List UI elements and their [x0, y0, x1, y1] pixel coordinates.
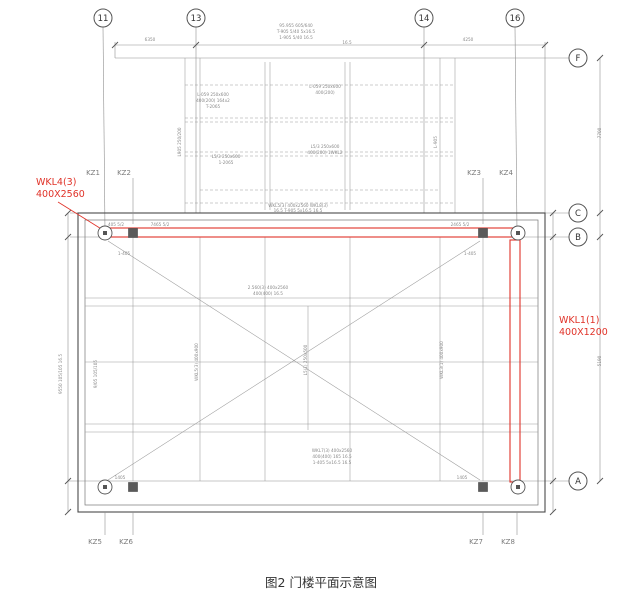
axis-bubble-label: 14 [419, 14, 430, 24]
axis-bubble-circle [568, 471, 588, 491]
annotation-text: T-2065 [205, 104, 221, 109]
axis-grid-lines [68, 26, 569, 482]
axis-bubble-14: 14 [414, 8, 434, 28]
annotation-text: 400(200) 164x2 [196, 98, 230, 103]
annotation-text: L-905 [433, 136, 438, 148]
axis-bubble-label: B [575, 233, 581, 243]
axis-bubble-label: 16 [510, 14, 521, 24]
axis-bubble-11: 11 [93, 8, 113, 28]
annotation-text: 1-405 [464, 251, 477, 256]
plan-diagonals [107, 240, 481, 481]
highlighted-beams [57, 201, 523, 483]
annotation-text: 95.955 605/640 [279, 23, 313, 28]
upper-structure [184, 58, 456, 213]
annotation-text: 400(400) 16.5 [253, 291, 283, 296]
annotation-text: 9/05 105/105 [93, 360, 98, 388]
beam-callout-name: WKL4(3) [36, 177, 76, 188]
callout-leader-line [57, 201, 104, 231]
annotation-text: WKL3(1) 400x900 [439, 341, 444, 379]
axis-bubble-circle [568, 48, 588, 68]
annotation-text: 2.560(3) 400x2560 [248, 285, 289, 290]
annotation-text: 400(400) 165 16.5 [312, 454, 352, 459]
annotation-text: 400(200) [315, 90, 335, 95]
annotation-text: WKL5(3) 400x2560 WKL8(3) [268, 203, 328, 208]
axis-bubble-label: F [576, 54, 581, 64]
beam-callout-wkl1: WKL1(1) 400X1200 [559, 315, 608, 338]
highlight-beam-wkl1 [509, 239, 521, 483]
dimension-text: 2465 5/2 [451, 222, 470, 227]
column-labels: KZ1 KZ2 KZ3 KZ4 KZ5 KZ6 KZ7 KZ8 [86, 169, 515, 546]
axis-bubble-circle [93, 8, 113, 28]
axis-bubble-label: A [575, 477, 581, 487]
dimension-text: 5190 [597, 355, 602, 366]
axis-bubble-16: 16 [505, 8, 525, 28]
axis-bubble-label: 13 [191, 14, 202, 24]
axis-bubble-circle [505, 8, 525, 28]
column-label-kz1: KZ1 [86, 169, 100, 177]
annotation-text: 1-405 [118, 251, 131, 256]
annotation-text: 1-405 5x16.5 16.5 [313, 460, 352, 465]
figure-caption: 图2 门楼平面示意图 [265, 575, 377, 590]
axis-bubble-label: 11 [98, 14, 109, 24]
annotation-text: 1-905 5/40 16.5 [279, 35, 313, 40]
axis-bubble-circle [568, 203, 588, 223]
column-connectors [104, 178, 518, 535]
axis-bubble-circle [568, 227, 588, 247]
dimension-text: 1405 [457, 475, 468, 480]
column-label-kz7: KZ7 [469, 538, 483, 546]
annotation-text: WKL7(3) 400x2560 [312, 448, 353, 453]
annotation-text: T-905 5/40 5x16.5 [276, 29, 316, 34]
drawing-annotations: 6350 95.955 605/640 T-905 5/40 5x16.5 1-… [58, 23, 602, 480]
annotation-text: L5(1) 250x500 [303, 344, 308, 375]
side-dimension-lines [67, 58, 601, 512]
beam-callout-wkl4: WKL4(3) 400X2560 [36, 177, 85, 200]
annotation-text: 400(200) 1WKL2 [307, 150, 342, 155]
axis-bubble-circle [186, 8, 206, 28]
annotation-text: L-059 250x600 [309, 84, 341, 89]
column-label-kz4: KZ4 [499, 169, 513, 177]
annotation-text: L5/3 250x600 [311, 144, 340, 149]
axis-bubble-a: A [568, 471, 588, 491]
beam-callout-name: WKL1(1) [559, 315, 599, 326]
top-dimension-band [114, 42, 546, 58]
beam-callout-size: 400X1200 [559, 327, 608, 338]
axis-bubble-b: B [568, 227, 588, 247]
dimension-text: 7465 5/2 [151, 222, 170, 227]
column-label-kz6: KZ6 [119, 538, 133, 546]
column-symbols [97, 225, 526, 495]
axis-bubble-f: F [568, 48, 588, 68]
column-label-kz3: KZ3 [467, 169, 481, 177]
annotation-text: WKL5(3) 400x900 [194, 343, 199, 381]
column-label-kz2: KZ2 [117, 169, 131, 177]
column-label-kz8: KZ8 [501, 538, 515, 546]
highlight-beam-wkl4 [100, 227, 523, 238]
dimension-text: 405 5/2 [108, 222, 124, 227]
axis-bubble-label: C [575, 209, 581, 219]
axis-bubble-circle [414, 8, 434, 28]
dimension-text: 4250 [463, 37, 474, 42]
main-plan-walls [77, 212, 546, 513]
annotation-text: L5/3 250x600 [212, 154, 241, 159]
dimension-text: 9550 105/105 16.5 [58, 354, 63, 394]
dimension-text: 1405 [115, 475, 126, 480]
dimension-text: 6350 [145, 37, 156, 42]
annotation-text: 1-2065 [219, 160, 234, 165]
annotation-text: L905 250/200 [177, 127, 182, 156]
beam-callout-size: 400X2560 [36, 189, 85, 200]
dimension-ticks [64, 41, 604, 516]
dimension-text: 16.5 [342, 40, 352, 45]
annotation-text: 16.5 T-905 5x16.5 16.5 [274, 208, 323, 213]
annotation-text: L-059 250x600 [197, 92, 229, 97]
axis-bubble-13: 13 [186, 8, 206, 28]
dimension-text: 7700 [597, 127, 602, 138]
column-label-kz5: KZ5 [88, 538, 102, 546]
main-plan-grid [85, 237, 538, 481]
axis-bubble-c: C [568, 203, 588, 223]
